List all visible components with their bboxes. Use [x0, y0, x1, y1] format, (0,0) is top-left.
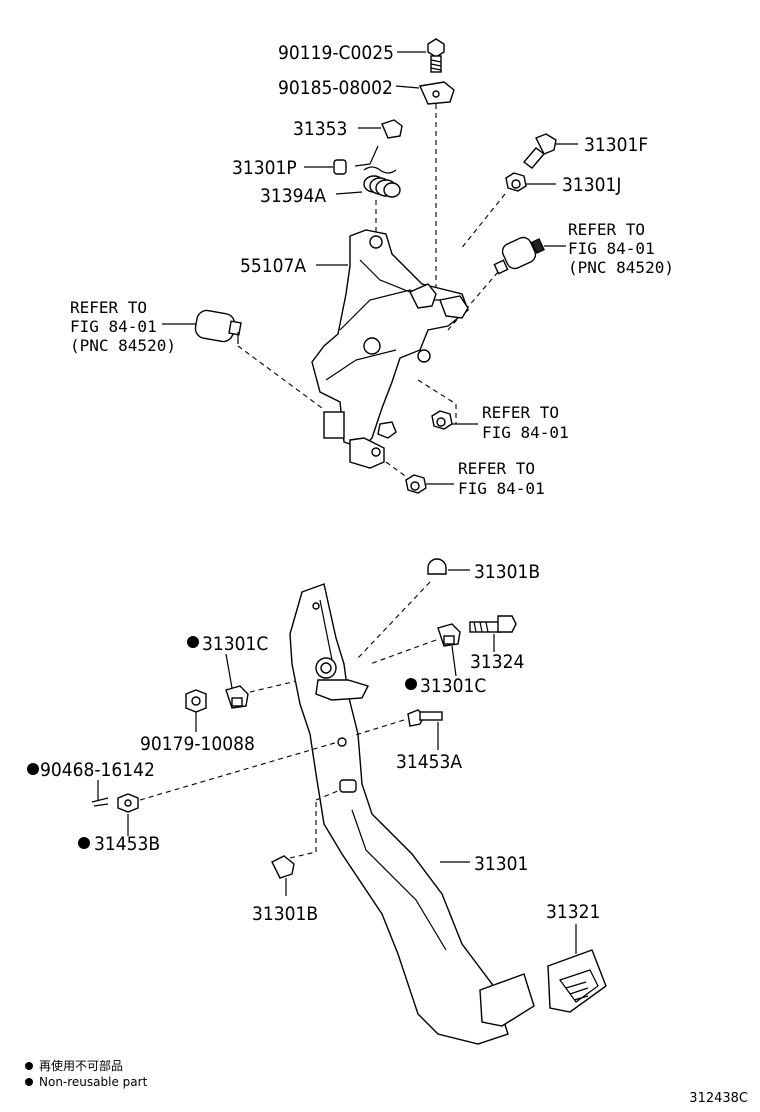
- nut-31453B-icon: [117, 793, 139, 813]
- label-31301B-bottom: 31301B: [252, 903, 318, 925]
- label-31453B: 31453B: [94, 833, 160, 855]
- label-31321: 31321: [546, 901, 600, 923]
- label-31394A: 31394A: [260, 185, 326, 207]
- ref-nut2-line1: REFER TO: [458, 459, 535, 478]
- label-31324: 31324: [470, 651, 524, 673]
- nut-31301J-icon: [505, 172, 527, 192]
- spring-31394A-icon: [363, 166, 401, 198]
- label-31301F: 31301F: [584, 134, 648, 156]
- ref-left-line3: (PNC 84520): [70, 336, 176, 355]
- bolt-31324-icon: [469, 615, 517, 633]
- switch-right-icon: [493, 236, 545, 275]
- ref-nut1-line2: FIG 84-01: [482, 423, 569, 442]
- legend-dot-2: [25, 1078, 33, 1086]
- bushing-31301B-bottom-icon: [271, 855, 295, 879]
- label-31301C-right: 31301C: [420, 675, 486, 697]
- clip-90185-icon: [418, 81, 455, 105]
- label-90119: 90119-C0025: [278, 42, 394, 64]
- label-31301: 31301: [474, 853, 528, 875]
- ref-nut1-line1: REFER TO: [482, 403, 559, 422]
- pedal-31301-icon: [289, 583, 535, 1045]
- pedal-pad-31321-icon: [547, 949, 607, 1013]
- bolt-90119-icon: [427, 38, 445, 73]
- label-31301C-left: 31301C: [202, 633, 268, 655]
- label-31353: 31353: [293, 118, 347, 140]
- ref-nut2-line2: FIG 84-01: [458, 479, 545, 498]
- bolt-31453A-icon: [407, 709, 443, 727]
- nut-90179-icon: [185, 689, 207, 713]
- label-31453A: 31453A: [396, 751, 462, 773]
- switch-left-icon: [194, 309, 242, 344]
- bolt-31301F-icon: [522, 133, 557, 169]
- label-55107A: 55107A: [240, 255, 306, 277]
- legend-line1: 再使用不可部品: [39, 1058, 123, 1073]
- nonreusable-dot-90468: [27, 763, 39, 775]
- clip-31353-icon: [381, 119, 403, 139]
- ref-right-line3: (PNC 84520): [568, 258, 674, 277]
- figure-code: 312438C: [689, 1091, 748, 1106]
- bushing-31301C-right-icon: [437, 623, 461, 647]
- bushing-31301C-left-icon: [225, 685, 249, 709]
- label-90468: 90468-16142: [40, 759, 155, 781]
- ref-right-line2: FIG 84-01: [568, 239, 655, 258]
- legend-line2: Non-reusable part: [39, 1075, 148, 1089]
- legend-dot-1: [25, 1062, 33, 1070]
- nonreusable-dot-31301C-right: [405, 678, 417, 690]
- nut-ref1-icon: [431, 410, 453, 430]
- label-31301P: 31301P: [232, 157, 297, 179]
- label-90179: 90179-10088: [140, 733, 255, 755]
- label-31301J: 31301J: [562, 174, 621, 196]
- ref-right-line1: REFER TO: [568, 220, 645, 239]
- ref-left-line1: REFER TO: [70, 298, 147, 317]
- label-90185: 90185-08002: [278, 77, 393, 99]
- label-31301B-top: 31301B: [474, 561, 540, 583]
- bracket-55107A-icon: [311, 229, 469, 469]
- pin-31301P-icon: [333, 145, 379, 175]
- ref-left-line2: FIG 84-01: [70, 317, 157, 336]
- clip-90468-icon: [91, 797, 109, 807]
- nut-ref2-icon: [405, 474, 427, 494]
- nonreusable-dot-31301C-left: [187, 636, 199, 648]
- bushing-31301B-top-icon: [427, 558, 447, 575]
- nonreusable-dot-31453B: [78, 837, 90, 849]
